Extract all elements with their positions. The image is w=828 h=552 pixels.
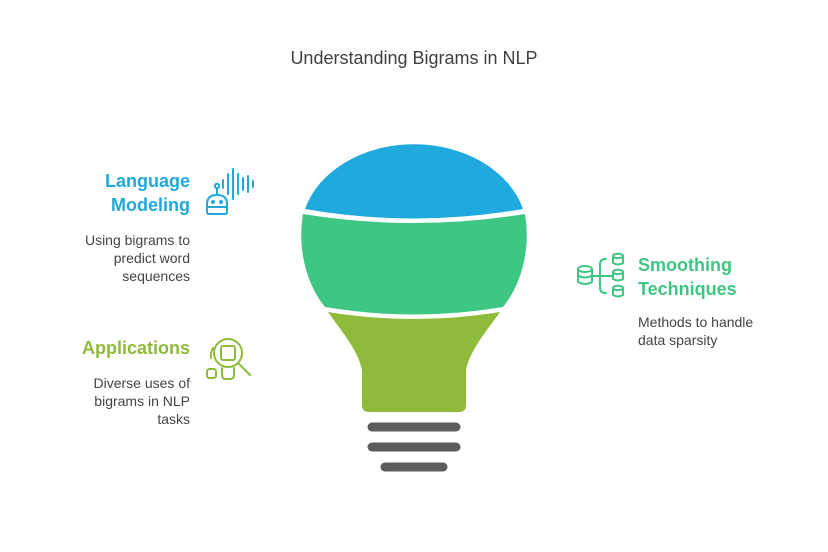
language-modeling-heading-line1: Language — [104, 171, 190, 191]
database-network-icon — [577, 252, 624, 298]
applications-heading-line1: Applications — [81, 338, 190, 358]
language-modeling-desc-line1: Using bigrams to — [84, 232, 190, 248]
bulb-middle-segment — [301, 214, 527, 315]
language-modeling-description: Using bigrams to predict word sequences — [85, 231, 190, 285]
smoothing-techniques-heading: Smoothing Techniques — [638, 253, 737, 301]
language-modeling-desc-line3: sequences — [122, 268, 190, 284]
applications-desc-line2: bigrams in NLP — [94, 393, 190, 409]
language-modeling-heading: Language Modeling — [105, 169, 190, 217]
language-modeling-heading-line2: Modeling — [111, 195, 190, 215]
smoothing-heading-line2: Techniques — [638, 279, 737, 299]
robot-voice-icon — [206, 168, 254, 215]
smoothing-desc-line1: Methods to handle — [638, 314, 754, 330]
bulb-neck-segment — [328, 312, 500, 412]
applications-description: Diverse uses of bigrams in NLP tasks — [94, 374, 190, 428]
applications-heading: Applications — [82, 336, 190, 360]
bulb-top-segment — [305, 144, 523, 219]
diagram-title: Understanding Bigrams in NLP — [290, 48, 538, 68]
smoothing-heading-line1: Smoothing — [638, 255, 732, 275]
magnifier-search-icon — [206, 338, 251, 380]
smoothing-techniques-description: Methods to handle data sparsity — [638, 313, 753, 349]
applications-desc-line3: tasks — [157, 411, 190, 427]
language-modeling-desc-line2: predict word — [113, 250, 190, 266]
smoothing-desc-line2: data sparsity — [638, 332, 718, 348]
applications-desc-line1: Diverse uses of — [93, 375, 190, 391]
